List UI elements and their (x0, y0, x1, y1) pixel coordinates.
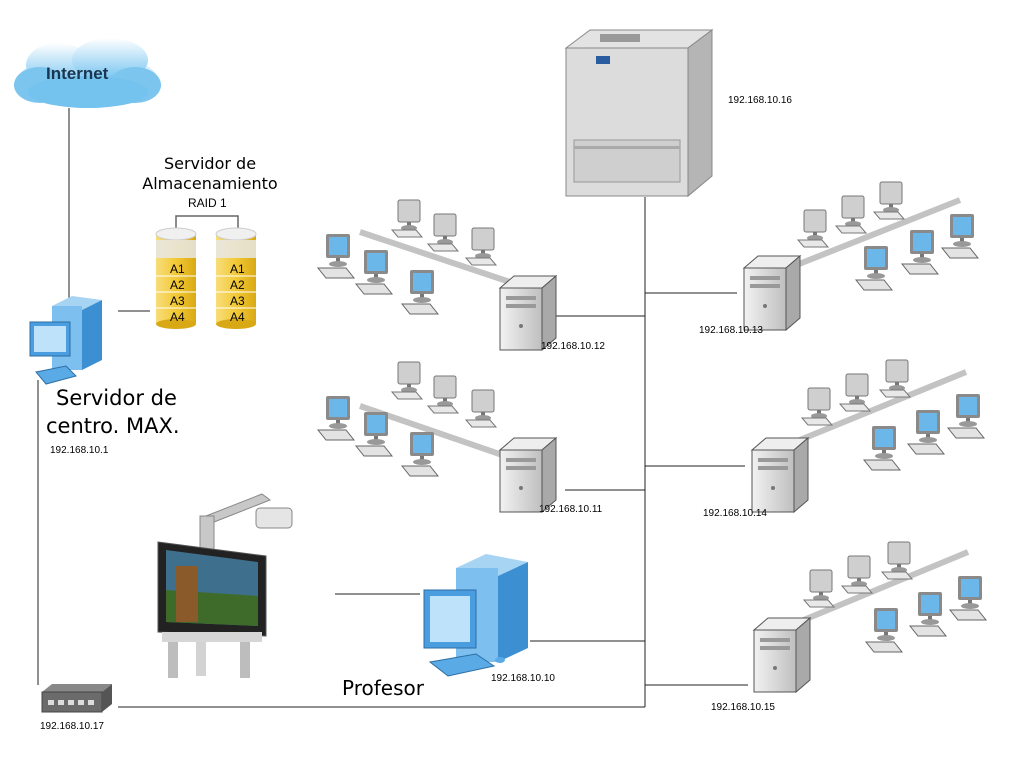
disk-label-a3: A3 (170, 294, 185, 308)
interactive-whiteboard-icon (157, 493, 293, 678)
teacher-ip: 192.168.10.10 (491, 673, 555, 684)
lab-12-ip: 192.168.10.12 (541, 341, 605, 352)
internet-label: Internet (46, 64, 109, 83)
server-label-line1: Servidor de (56, 386, 177, 410)
raid-label: RAID 1 (188, 196, 227, 210)
disk-label-a4: A4 (170, 310, 185, 324)
raid-bracket (175, 215, 239, 228)
printer-icon (564, 29, 714, 198)
storage-title: Servidor de Almacenamiento (132, 154, 288, 194)
storage-title-line1: Servidor de (163, 154, 257, 173)
server-ip: 192.168.10.1 (50, 445, 109, 456)
disk-label-a4: A4 (230, 310, 245, 324)
printer-ip: 192.168.10.16 (728, 95, 792, 106)
switch-ip: 192.168.10.17 (40, 721, 104, 732)
disk-label-a3: A3 (230, 294, 245, 308)
lab-cluster-12 (317, 199, 557, 351)
connection-lines (37, 108, 748, 708)
internet-cloud-icon (14, 38, 161, 108)
lab-cluster-11 (317, 361, 557, 513)
server-computer-icon (29, 296, 102, 385)
disk-label-a1: A1 (170, 262, 185, 276)
lab-cluster-15 (753, 541, 987, 693)
lab-11-ip: 192.168.10.11 (539, 504, 603, 515)
storage-title-line2: Almacenamiento (142, 174, 278, 193)
lab-13-ip: 192.168.10.13 (699, 325, 763, 336)
storage-disk-icon (155, 227, 197, 329)
lab-14-ip: 192.168.10.14 (703, 508, 767, 519)
disk-label-a1: A1 (230, 262, 245, 276)
lab-cluster-13 (743, 181, 979, 331)
disk-label-a2: A2 (230, 278, 245, 292)
server-label-line2: centro. MAX. (46, 414, 180, 438)
teacher-label: Profesor (342, 676, 424, 700)
teacher-computer-icon (423, 554, 528, 677)
storage-disk-icon (215, 227, 257, 329)
network-switch-icon (41, 684, 112, 713)
lab-cluster-14 (751, 359, 985, 513)
lab-15-ip: 192.168.10.15 (711, 702, 775, 713)
disk-label-a2: A2 (170, 278, 185, 292)
